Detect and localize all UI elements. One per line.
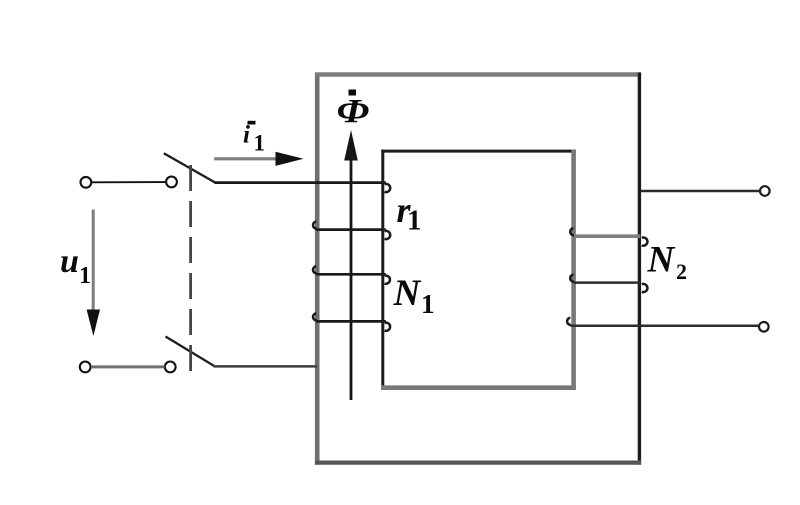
svg-text:1: 1	[79, 263, 91, 289]
svg-text:1: 1	[421, 289, 435, 319]
svg-text:Φ: Φ	[337, 92, 370, 130]
svg-text:1: 1	[254, 131, 266, 156]
svg-text:u: u	[60, 243, 79, 280]
svg-text:N: N	[393, 273, 422, 314]
svg-text:2: 2	[676, 259, 687, 284]
svg-text:N: N	[647, 240, 676, 281]
svg-text:i: i	[243, 122, 250, 149]
svg-text:1: 1	[407, 205, 422, 237]
